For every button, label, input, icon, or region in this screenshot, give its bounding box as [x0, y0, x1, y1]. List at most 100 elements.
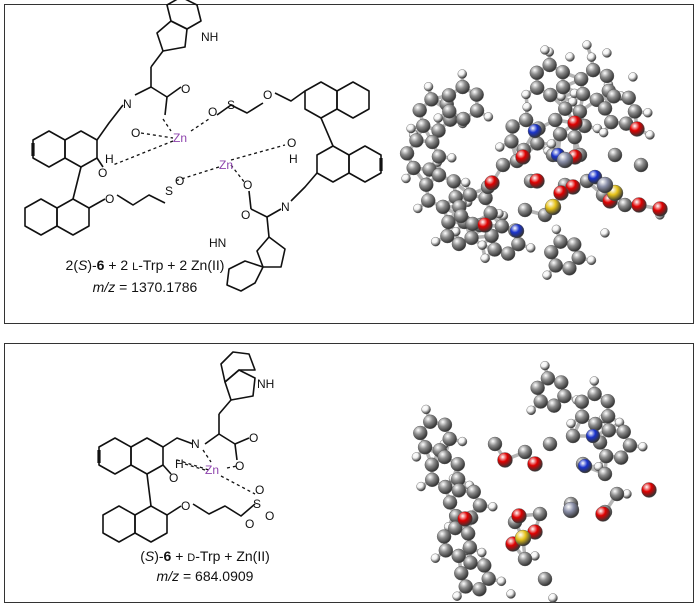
hydrogen-atom — [602, 48, 612, 58]
carbon-atom — [530, 136, 545, 151]
carbon-atom — [451, 236, 467, 252]
hydrogen-atom — [496, 576, 507, 587]
hydrogen-atom — [638, 442, 648, 452]
carbon-atom — [548, 258, 563, 273]
coordination-bond — [220, 475, 256, 495]
coordination-bond — [190, 118, 210, 132]
atom-label-hn: HN — [209, 236, 226, 250]
carbon-atom — [565, 428, 581, 444]
carbon-atom — [477, 558, 492, 573]
carbon-atom — [557, 388, 572, 404]
carbon-atom — [601, 423, 617, 438]
oxygen-atom — [641, 482, 657, 498]
hydrogen-atom — [589, 376, 600, 386]
bond — [162, 464, 172, 475]
hydrogen-atom — [413, 203, 423, 214]
carbon-atom — [437, 449, 452, 465]
biaryl-bond — [320, 117, 334, 147]
carbon-atom — [500, 246, 516, 261]
carbon-atom — [537, 571, 553, 587]
carbon-atom — [462, 540, 478, 555]
carbon-atom — [627, 104, 643, 119]
compound-number: 6 — [163, 548, 172, 564]
amino-acid-prefix: L — [132, 261, 139, 273]
hydrogen-atom — [540, 360, 550, 371]
hydrogen-atom — [421, 404, 431, 415]
coordination-bond — [202, 449, 212, 463]
amino-acid-prefix: D — [187, 552, 196, 564]
hydrogen-atom — [628, 72, 638, 82]
carbon-atom — [442, 495, 458, 510]
carbon-atom — [558, 101, 573, 116]
imine-bond — [290, 172, 318, 202]
carbon-atom — [425, 134, 440, 150]
zinc-atom — [556, 151, 574, 169]
bond — [274, 90, 306, 102]
hydrogen-atom — [416, 481, 426, 492]
mz-value: = 684.0909 — [179, 568, 254, 584]
oxygen-atom — [595, 506, 611, 522]
hydrogen-atom — [551, 224, 562, 235]
carbon-atom — [613, 450, 629, 465]
carbon-atom — [423, 414, 438, 429]
carbon-atom — [409, 133, 424, 148]
bond — [218, 399, 232, 415]
carbon-atom — [599, 448, 614, 464]
carbon-atom — [406, 160, 421, 176]
carbon-atom — [599, 68, 615, 84]
oxygen-atom — [457, 511, 473, 527]
carbon-atom — [431, 123, 446, 138]
bond — [166, 86, 182, 98]
hydrogen-atom — [477, 547, 487, 558]
atom-label-n: N — [281, 200, 290, 214]
oxygen-atom — [497, 452, 513, 468]
atom-label-s: S — [165, 184, 173, 198]
carbon-atom — [606, 89, 622, 104]
carbon-atom — [453, 208, 469, 224]
hydrogen-atom — [483, 112, 494, 122]
hydrogen-atom — [521, 89, 531, 100]
atom-label-o: O — [105, 192, 114, 206]
carbon-atom — [442, 104, 457, 119]
carbon-atom — [466, 484, 481, 500]
oxygen-atom — [629, 121, 645, 137]
carbon-atom — [446, 174, 461, 189]
atom-label-nh: NH — [201, 30, 218, 44]
propyl-chain — [192, 503, 256, 517]
hydrogen-atom — [645, 130, 655, 140]
atom-label-o: O — [181, 82, 190, 96]
atom-label-zn: Zn — [219, 158, 233, 172]
atom-label-zn: Zn — [205, 463, 219, 477]
atom-label-o: O — [241, 208, 250, 222]
coordination-bond — [230, 164, 246, 184]
carbon-atom — [575, 86, 591, 102]
carbon-atom — [451, 483, 467, 498]
carbon-atom — [600, 408, 616, 424]
propyl-chain — [116, 194, 166, 206]
caption-mz: m/z = 1370.1786 — [25, 279, 265, 295]
caption-text: ( — [140, 548, 145, 564]
hydrogen-atom — [566, 418, 576, 429]
carbon-atom — [495, 157, 511, 173]
ring — [336, 81, 370, 119]
atom-label-o: O — [169, 471, 178, 485]
carbon-atom — [458, 579, 473, 594]
carbon-atom — [555, 79, 571, 95]
bond — [150, 50, 164, 68]
atom-label-o: O — [287, 136, 296, 150]
carbon-atom — [487, 242, 502, 257]
carbon-atom — [437, 417, 453, 432]
caption-text: + 2 — [104, 257, 133, 273]
carbon-atom — [462, 187, 478, 203]
oxygen-atom — [553, 185, 569, 201]
carbon-atom — [424, 472, 440, 488]
carbon-atom — [540, 371, 556, 386]
bond — [134, 86, 152, 96]
carbon-atom — [442, 431, 457, 447]
oxygen-atom — [567, 115, 583, 131]
carbon-atom — [607, 147, 623, 163]
carbon-atom — [533, 394, 548, 409]
carbon-atom — [529, 80, 545, 96]
zinc-atom — [562, 501, 580, 519]
hydrogen-atom — [542, 270, 552, 280]
